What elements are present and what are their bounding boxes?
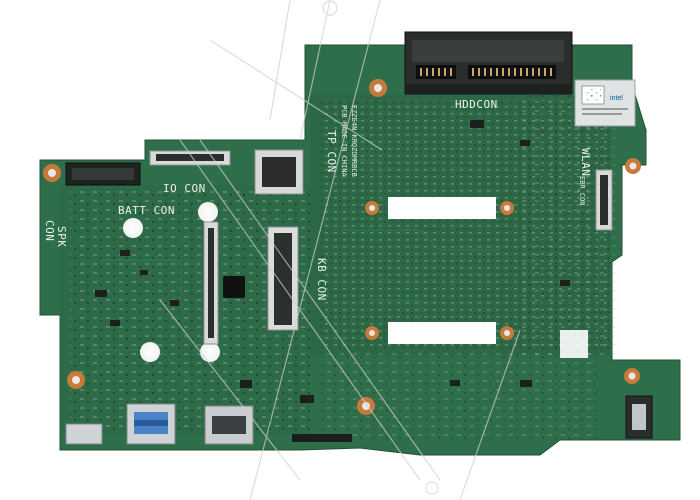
sticker-pad-top [388,197,496,219]
hdmi-port [204,405,254,445]
mount-hole-bottom-right [624,368,640,384]
batt-con-label: BATT CON [118,204,175,217]
ebr-con-label: EBR_CON [578,176,586,206]
mount-hole-right [625,158,641,174]
ebr-connector [595,169,613,231]
io-con-label: IO CON [163,182,206,195]
wlan-module: intel [574,79,636,127]
mount-hole-left-top [43,164,61,182]
hddcon-label: HDDCON [455,98,498,111]
svg-text:intel: intel [610,95,623,102]
mount-hole-bottom-left [67,371,85,389]
spk-label-top: SPK [55,226,68,247]
small-connector-bottom [65,423,103,445]
ic-black [223,276,245,298]
spk-label-bottom: CON [43,220,56,241]
sticker-pad-bottom [388,322,496,344]
battery-connector [65,162,141,186]
kb-con-label: KB CON [315,258,328,301]
hdd-connector [404,31,573,95]
components [95,120,570,403]
watermark [159,0,521,500]
tp-con-label: TP CON [325,130,338,173]
io-connector [149,150,231,166]
memory-slot [203,221,219,345]
board-id-1: EZZE4N KRQZDMRBCB [350,105,358,177]
chipset [254,149,304,195]
wlan-label: WLAN [579,148,592,177]
cutout-holes [123,202,220,362]
audio-port [625,395,653,439]
usb-port-1 [126,403,176,445]
board-id-2: PCB MADE IN CHINA [340,105,348,177]
mount-hole-top-mid [369,79,387,97]
